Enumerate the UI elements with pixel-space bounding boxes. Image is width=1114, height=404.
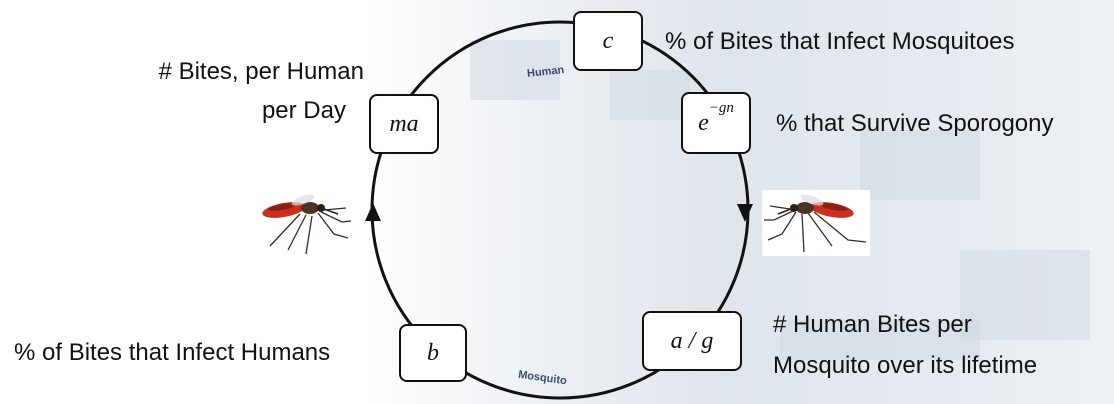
label-b: % of Bites that Infect Humans	[14, 339, 331, 366]
label-c: % of Bites that Infect Mosquitoes	[665, 28, 1015, 55]
bg-decor	[860, 130, 980, 200]
bg-decor	[780, 320, 980, 360]
node-c-symbol: c	[602, 27, 614, 54]
mosquito-right-icon	[762, 190, 870, 256]
mosquito-left-icon	[262, 194, 352, 255]
node-ma: ma	[369, 94, 439, 154]
node-ag: a / g	[642, 311, 742, 371]
node-c: c	[573, 11, 643, 71]
node-egn: e−gn	[681, 92, 751, 154]
label-ag-line1: # Human Bites per	[773, 311, 972, 338]
node-b: b	[399, 324, 467, 382]
label-ma-line1: # Bites, per Human	[158, 58, 364, 85]
bg-decor	[610, 70, 690, 120]
arrow-down-icon	[737, 204, 753, 222]
node-ag-symbol: a / g	[670, 327, 714, 354]
node-egn-symbol: e−gn	[698, 100, 734, 136]
bg-decor	[960, 250, 1090, 340]
node-b-symbol: b	[427, 339, 439, 366]
label-egn: % that Survive Sporogony	[776, 110, 1054, 137]
node-ma-symbol: ma	[389, 110, 419, 137]
arrow-up-icon	[365, 203, 381, 221]
label-ag-line2: Mosquito over its lifetime	[773, 352, 1038, 379]
label-ma-line2: per Day	[261, 97, 346, 124]
bg-decor	[470, 40, 560, 100]
